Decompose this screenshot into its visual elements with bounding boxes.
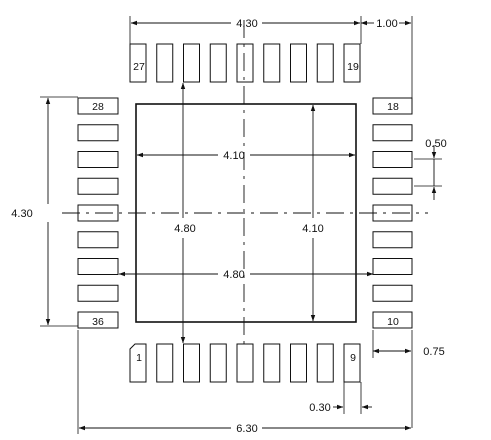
pad-width-value: 0.30 [309,402,330,414]
epad-height-value: 4.10 [302,223,323,235]
pad-top-22 [263,43,281,83]
pad-right-13 [372,231,413,249]
pad-top-20 [316,43,334,83]
pad-bottom-2 [156,343,174,383]
pad-right-15 [372,177,413,195]
pad-right-17 [372,124,413,142]
pad-top-21 [290,43,307,83]
top-width-value: 4.30 [236,18,257,30]
pad-bottom-6 [263,343,281,383]
top-offset-value: 1.00 [376,18,397,30]
pad-pitch-value: 0.50 [425,138,446,150]
pin-label-28: 28 [92,101,104,113]
overall-width-value: 6.30 [236,423,257,435]
pin-label-1: 1 [136,352,142,364]
pad-right-11 [372,284,413,302]
pad-left-36 [77,311,119,329]
pad-left-33 [77,231,119,249]
pad-left-34 [77,258,119,275]
pad-left-29 [77,124,119,142]
pad-right-16 [372,151,413,168]
pad-bottom-4 [209,343,227,383]
pad-bottom-5 [236,343,254,383]
pad-bottom-7 [290,343,307,383]
bottom-pad-row [129,343,361,383]
pad-right-12 [372,258,413,275]
pin-label-27: 27 [133,61,145,73]
left-height-value: 4.30 [11,208,32,220]
pad-bottom-3 [183,343,200,383]
pad-top-24 [209,43,227,83]
pad-span-vertical-value: 4.80 [174,223,195,235]
right-pad-column [372,97,413,329]
pad-left-31 [77,177,119,195]
pad-bottom-1 [129,343,147,383]
top-pad-row [129,43,361,83]
pad-length-value: 0.75 [423,346,444,358]
pad-top-23 [236,43,254,83]
pad-top-25 [183,43,200,83]
pad-left-30 [77,151,119,168]
pad-top-26 [156,43,174,83]
pad-top-19 [343,43,361,83]
pin-label-36: 36 [92,316,104,328]
pin-label-19: 19 [347,61,359,73]
pad-top-27 [129,43,147,83]
epad-width-value: 4.10 [223,150,244,162]
pad-span-horizontal-value: 4.80 [223,269,244,281]
pin-label-18: 18 [387,101,399,113]
pad-bottom-8 [316,343,334,383]
pin-label-9: 9 [350,352,356,364]
pad-right-18 [372,97,413,115]
pad-left-35 [77,284,119,302]
pad-bottom-9 [343,343,361,383]
pin-label-10: 10 [387,316,399,328]
left-pad-column [77,97,119,329]
pad-right-10 [372,311,413,329]
pad-left-28 [77,97,119,115]
